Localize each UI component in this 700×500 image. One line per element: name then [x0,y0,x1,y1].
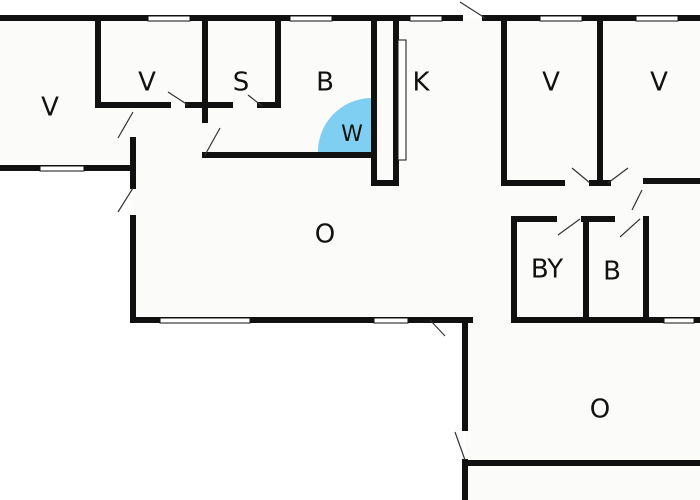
door-swing [557,218,581,236]
shower-quarter-circle [317,97,372,155]
window [397,39,407,161]
window [147,15,191,22]
room-label-o-main: O [315,220,335,250]
room-label-v-right2: V [650,68,668,98]
room-label-v-right1: V [542,68,560,98]
window [539,15,583,22]
window [289,15,333,22]
door-swing [619,218,641,238]
door-swing [117,187,134,213]
door-swing [607,167,629,184]
room-label-v-left: V [41,93,59,123]
room-label-s: S [233,68,250,98]
window [409,15,443,22]
room-labels: V V S B W K V V O BY B O [41,68,668,425]
door-swing [454,431,466,461]
room-label-b-top: B [316,68,334,98]
door-swing [117,111,134,139]
door-swing [459,1,486,19]
window [39,165,85,172]
door-swing [631,189,643,211]
room-label-v-small: V [138,68,156,98]
door-swing [429,319,446,337]
interior-fill [0,18,700,500]
door-swing [204,127,221,156]
room-label-by: BY [531,255,563,285]
window [373,317,409,324]
room-label-o-lower: O [590,395,610,425]
room-label-w: W [341,122,363,147]
room-label-k: K [412,68,430,98]
door-swing [571,167,591,184]
door-swing [167,91,189,106]
window [663,317,695,324]
door-swing [247,94,263,107]
window [635,15,679,22]
window [159,317,251,324]
windows [39,15,695,324]
room-label-b-right: B [603,257,621,287]
doors [117,1,643,461]
room-fills [0,18,700,500]
walls [0,15,700,500]
